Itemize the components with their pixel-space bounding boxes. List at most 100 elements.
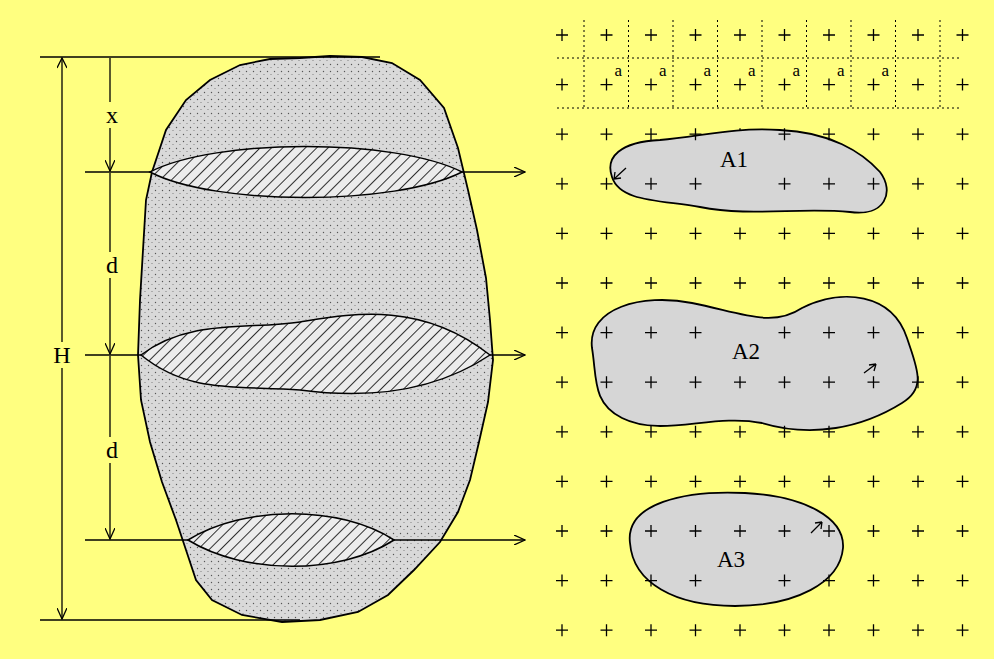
grid-point: [734, 79, 746, 91]
grid-point: [912, 327, 924, 339]
grid-point: [823, 227, 835, 239]
grid-line: [806, 20, 807, 108]
grid-point: [823, 288, 835, 289]
grid-point: [645, 79, 657, 91]
area-border: [592, 297, 918, 430]
pointer-tick: [864, 364, 876, 373]
cell-size-label: a: [748, 62, 756, 79]
grid-point: [734, 475, 746, 487]
grid-point: [556, 178, 568, 190]
grid-line: [895, 20, 896, 108]
grid-point: [957, 178, 969, 190]
grid-point: [601, 288, 613, 289]
grid-point: [912, 79, 924, 91]
area-border: [610, 129, 886, 212]
pointer-tick: [614, 168, 626, 179]
grid-point: [957, 475, 969, 487]
cross-section: [188, 514, 394, 567]
grid-point: [957, 227, 969, 239]
grid-point: [690, 79, 702, 91]
projection-arrow: [462, 171, 525, 172]
grid-point: [779, 376, 791, 388]
cell-size-label: a: [882, 62, 890, 79]
grid-point: [645, 277, 657, 289]
grid-point: [645, 128, 657, 140]
grid-point: [690, 426, 702, 438]
grid-point: [823, 327, 835, 339]
grid-line: [851, 20, 852, 108]
grid-point: [645, 376, 657, 388]
grid-line: [557, 108, 962, 109]
grid-point: [779, 525, 791, 537]
grid-point: [645, 227, 657, 239]
dimension-extension: [85, 354, 141, 355]
grid-point: [601, 525, 613, 537]
grid-point: [823, 475, 835, 487]
grid-point: [779, 327, 791, 339]
grid-point: [912, 327, 924, 339]
grid-point: [779, 288, 791, 289]
grid-point: [912, 29, 924, 41]
grid-point: [690, 29, 702, 41]
area-fill: [610, 129, 886, 212]
grid-point: [645, 525, 657, 537]
grid-point: [868, 178, 880, 190]
grid-point: [868, 79, 880, 91]
grid-point: [690, 178, 702, 190]
dimension-extension: [85, 539, 188, 540]
grid-point: [556, 29, 568, 41]
grid-point: [957, 525, 969, 537]
grid-point: [556, 475, 568, 487]
grid-point: [734, 288, 746, 289]
grid-point: [601, 178, 613, 190]
pointer-tick: [811, 522, 822, 533]
projection-arrow: [490, 354, 525, 355]
grid-point: [690, 575, 702, 587]
grid-point: [601, 327, 613, 339]
grid-point: [912, 525, 924, 537]
grid-point: [734, 227, 746, 239]
area-outline: A3: [625, 488, 850, 610]
grid-point: [957, 376, 969, 388]
area-label: A1: [720, 148, 748, 171]
grid-point: [823, 79, 835, 91]
grid-point: [734, 624, 746, 636]
grid-point: [868, 327, 880, 339]
grid-point: [734, 29, 746, 41]
grid-point: [779, 475, 791, 487]
grid-point: [957, 426, 969, 438]
grid-point: [823, 525, 835, 537]
area-fill: [592, 297, 918, 430]
grid-point: [601, 29, 613, 41]
grid-point: [779, 79, 791, 91]
grid-point: [868, 227, 880, 239]
grid-point: [912, 624, 924, 636]
grid-point: [912, 227, 924, 239]
grid-point: [823, 376, 835, 388]
grid-point: [556, 575, 568, 587]
area-outline: A2: [582, 288, 927, 446]
grid-point: [912, 426, 924, 438]
grid-line: [940, 20, 941, 108]
grid-point: [601, 575, 613, 587]
grid-point: [868, 288, 880, 289]
cell-size-label: a: [615, 62, 623, 79]
area-shape: [600, 122, 895, 220]
grid-point: [734, 426, 746, 438]
grid-point: [868, 29, 880, 41]
dimension-label: H: [51, 342, 72, 368]
area-fill: [630, 493, 843, 606]
grid-point: [601, 277, 613, 289]
grid-line: [628, 20, 629, 108]
grid-point: [601, 128, 613, 140]
grid-point: [690, 376, 702, 388]
cell-size-label: a: [704, 62, 712, 79]
grid-point: [868, 277, 880, 289]
dimension-label: d: [104, 437, 120, 463]
area-shape: [582, 288, 927, 446]
grid-point: [690, 525, 702, 537]
grid-point: [601, 128, 613, 140]
area-label: A2: [732, 340, 760, 363]
grid-point: [556, 426, 568, 438]
grid-point: [912, 475, 924, 487]
